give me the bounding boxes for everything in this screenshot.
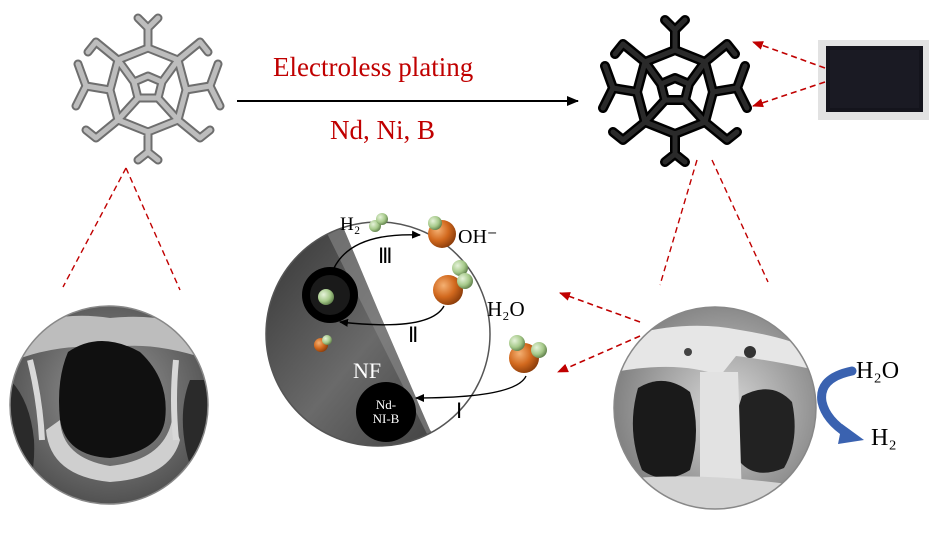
step-3-arrow [333,230,421,269]
step-3-label: Ⅲ [378,244,393,268]
step-1-label: Ⅰ [456,399,463,423]
hydroxide-label: OH⁻ [458,226,498,248]
nd-ni-b-particle [356,382,416,442]
zoom-line-right-b [711,159,769,283]
water-label: H₂O [487,297,525,321]
coated-lattice-black [603,20,747,162]
substrate-label: NF [353,358,382,383]
catalyst-label: Nd- NI-B [372,397,400,426]
zoom-line-left-a [62,167,127,288]
plating-elements-label: Nd, Ni, B [330,115,436,145]
product-label: H₂ [871,425,897,451]
step-1-arrow [415,375,527,402]
step-2-arrow [339,305,445,327]
sample-photo [818,40,929,120]
mechanism-link-arrow-lower [557,335,641,373]
zoom-line-right-a [659,159,698,286]
step-2-label: Ⅱ [408,323,419,347]
sem-image-bare-foam [9,305,209,505]
nickel-foam-lattice-grey [76,18,220,160]
reactant-label: H₂O [856,358,900,384]
sem-image-coated-foam [613,306,817,510]
mechanism-link-arrow-upper [559,292,641,323]
water-splitting-arrowhead [838,424,864,444]
water-splitting-arrow [817,366,857,439]
photo-link-arrow-lower [752,81,826,108]
mechanism-circle [265,213,547,447]
photo-link-arrow-upper [752,41,826,69]
process-label: Electroless plating [273,52,474,82]
h2-label: H₂ [340,214,361,235]
zoom-line-left-b [125,167,181,291]
